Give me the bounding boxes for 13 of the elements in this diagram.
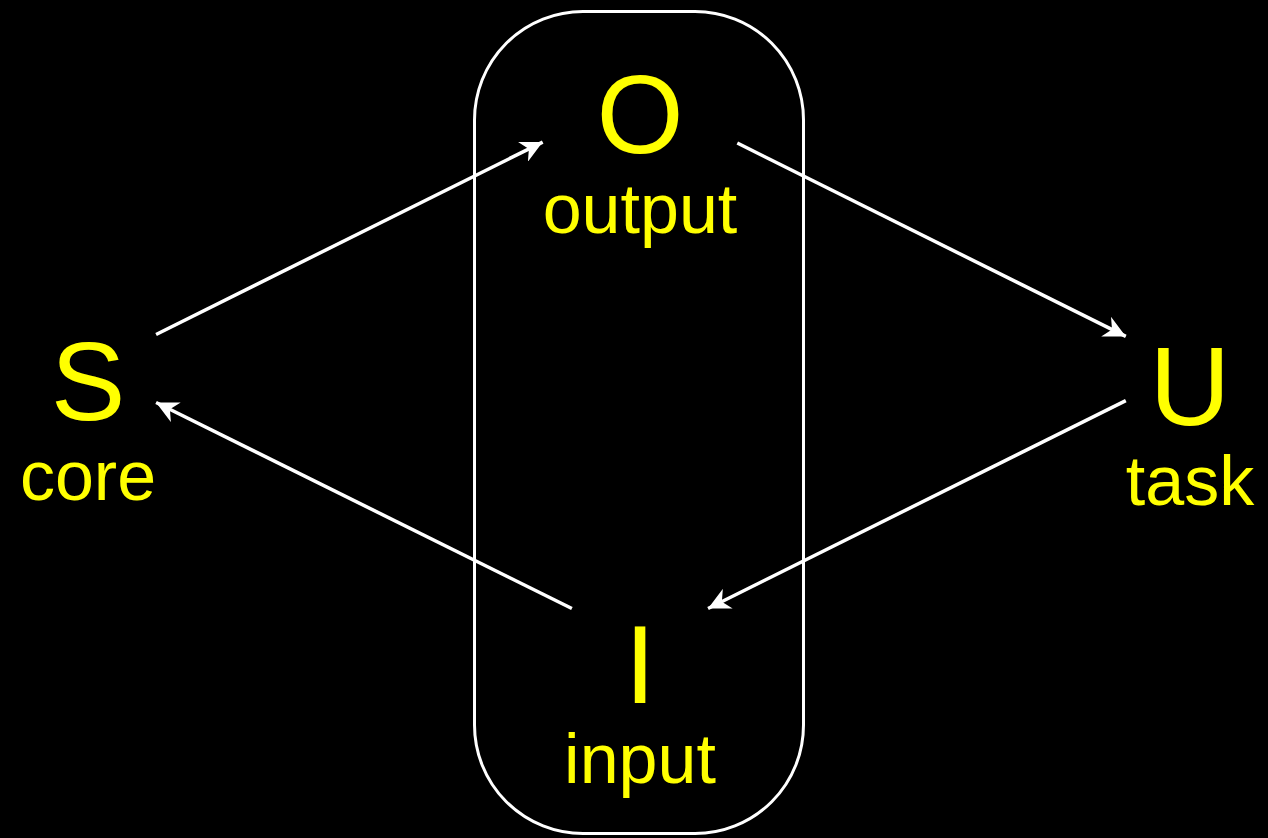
node-symbol: U <box>1149 330 1231 443</box>
node-symbol: S <box>50 325 126 438</box>
arrow <box>707 399 1127 611</box>
node-symbol: O <box>596 58 684 171</box>
rounded-group-box <box>473 10 805 835</box>
arrow <box>155 140 544 337</box>
node-caption: output <box>542 170 738 248</box>
node-caption: input <box>564 720 716 798</box>
node-caption: core <box>19 437 157 515</box>
node-symbol: I <box>624 608 656 721</box>
arrow <box>155 400 573 611</box>
node-caption: task <box>1125 442 1255 520</box>
arrow <box>736 141 1127 338</box>
